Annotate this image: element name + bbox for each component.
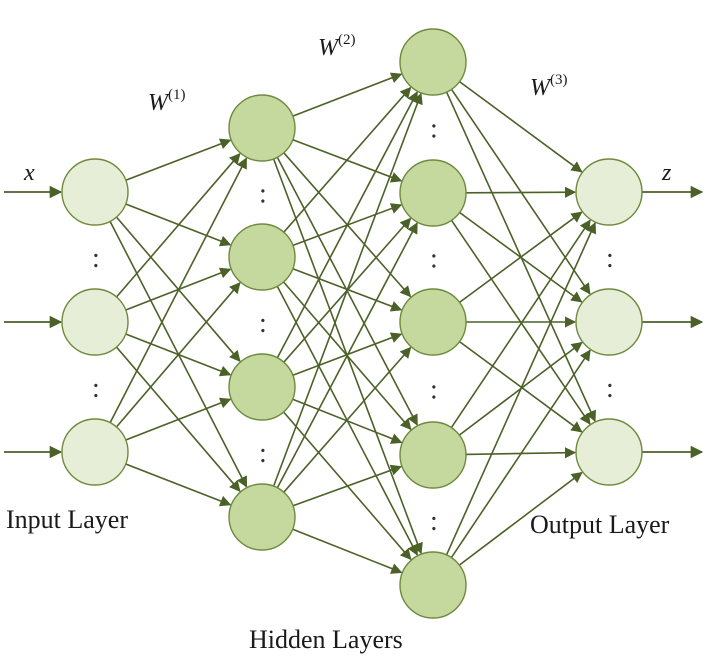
edge-l2-4-4 <box>292 464 403 507</box>
neuron-hidden-2-3 <box>399 288 467 356</box>
io-arrows <box>4 185 704 459</box>
edge-l1-1-1 <box>125 138 232 181</box>
neuron-input-3 <box>61 418 129 486</box>
edge-l2-4-3 <box>283 346 412 493</box>
ellipsis-hidden-2-4: : <box>430 506 438 537</box>
weight-label-w3: W(3) <box>530 72 568 101</box>
weight-label-w2: W(2) <box>318 32 356 61</box>
neuron-input-1 <box>61 158 129 226</box>
edge-l1-3-4 <box>125 463 232 507</box>
ellipsis-markers: ::::::::::: <box>92 114 614 538</box>
edge-l3-3-3 <box>459 340 583 433</box>
connections <box>109 72 597 574</box>
edge-l2-2-1 <box>283 86 412 233</box>
edge-l2-4-2 <box>276 222 418 489</box>
ellipsis-input-2: : <box>92 373 100 404</box>
input-layer-label: Input Layer <box>6 505 128 534</box>
hidden-layers-label: Hidden Layers <box>249 625 403 654</box>
edge-l2-4-1 <box>272 92 423 487</box>
edge-l3-2-1 <box>465 186 577 198</box>
edge-l3-3-1 <box>459 211 583 304</box>
neurons <box>61 28 643 619</box>
ellipsis-hidden-2-1: : <box>430 114 438 145</box>
neuron-output-3 <box>575 418 643 486</box>
edge-l3-5-1 <box>445 221 597 556</box>
neuron-hidden-2-1 <box>399 28 467 96</box>
neuron-hidden-1-3 <box>228 353 296 421</box>
weight-label-w1: W(1) <box>148 87 186 116</box>
input-variable-label: x <box>23 160 35 186</box>
edge-l2-4-5 <box>292 528 403 574</box>
neuron-hidden-2-5 <box>399 551 467 619</box>
neuron-hidden-2-4 <box>399 421 467 489</box>
ellipsis-hidden-1-1: : <box>259 179 267 210</box>
ellipsis-hidden-1-3: : <box>259 438 267 469</box>
edge-l1-2-1 <box>115 152 241 298</box>
output-layer-label: Output Layer <box>530 510 670 539</box>
edge-l2-3-1 <box>276 91 418 359</box>
edge-l1-3-1 <box>109 157 248 424</box>
ellipsis-hidden-1-2: : <box>259 308 267 339</box>
neuron-hidden-1-4 <box>228 483 296 551</box>
neuron-output-1 <box>575 158 643 226</box>
edge-l2-1-1 <box>292 72 403 117</box>
edge-l3-1-1 <box>459 80 583 173</box>
ellipsis-hidden-2-3: : <box>430 375 438 406</box>
neuron-input-2 <box>61 288 129 356</box>
edge-l3-5-3 <box>458 471 583 566</box>
edge-l1-3-2 <box>115 281 241 428</box>
neuron-output-2 <box>575 288 643 356</box>
neuron-hidden-1-1 <box>228 94 296 162</box>
edge-l1-3-3 <box>125 397 232 441</box>
ellipsis-hidden-2-2: : <box>430 244 438 275</box>
ellipsis-output-1: : <box>606 243 614 274</box>
output-variable-label: z <box>661 160 672 186</box>
ellipsis-output-2: : <box>606 373 614 404</box>
neuron-hidden-2-2 <box>399 159 467 227</box>
neuron-hidden-1-2 <box>228 223 296 291</box>
edge-l3-1-2 <box>450 88 591 295</box>
ellipsis-input-1: : <box>92 243 100 274</box>
edge-l3-4-1 <box>450 219 591 429</box>
edge-l3-5-2 <box>450 349 591 559</box>
